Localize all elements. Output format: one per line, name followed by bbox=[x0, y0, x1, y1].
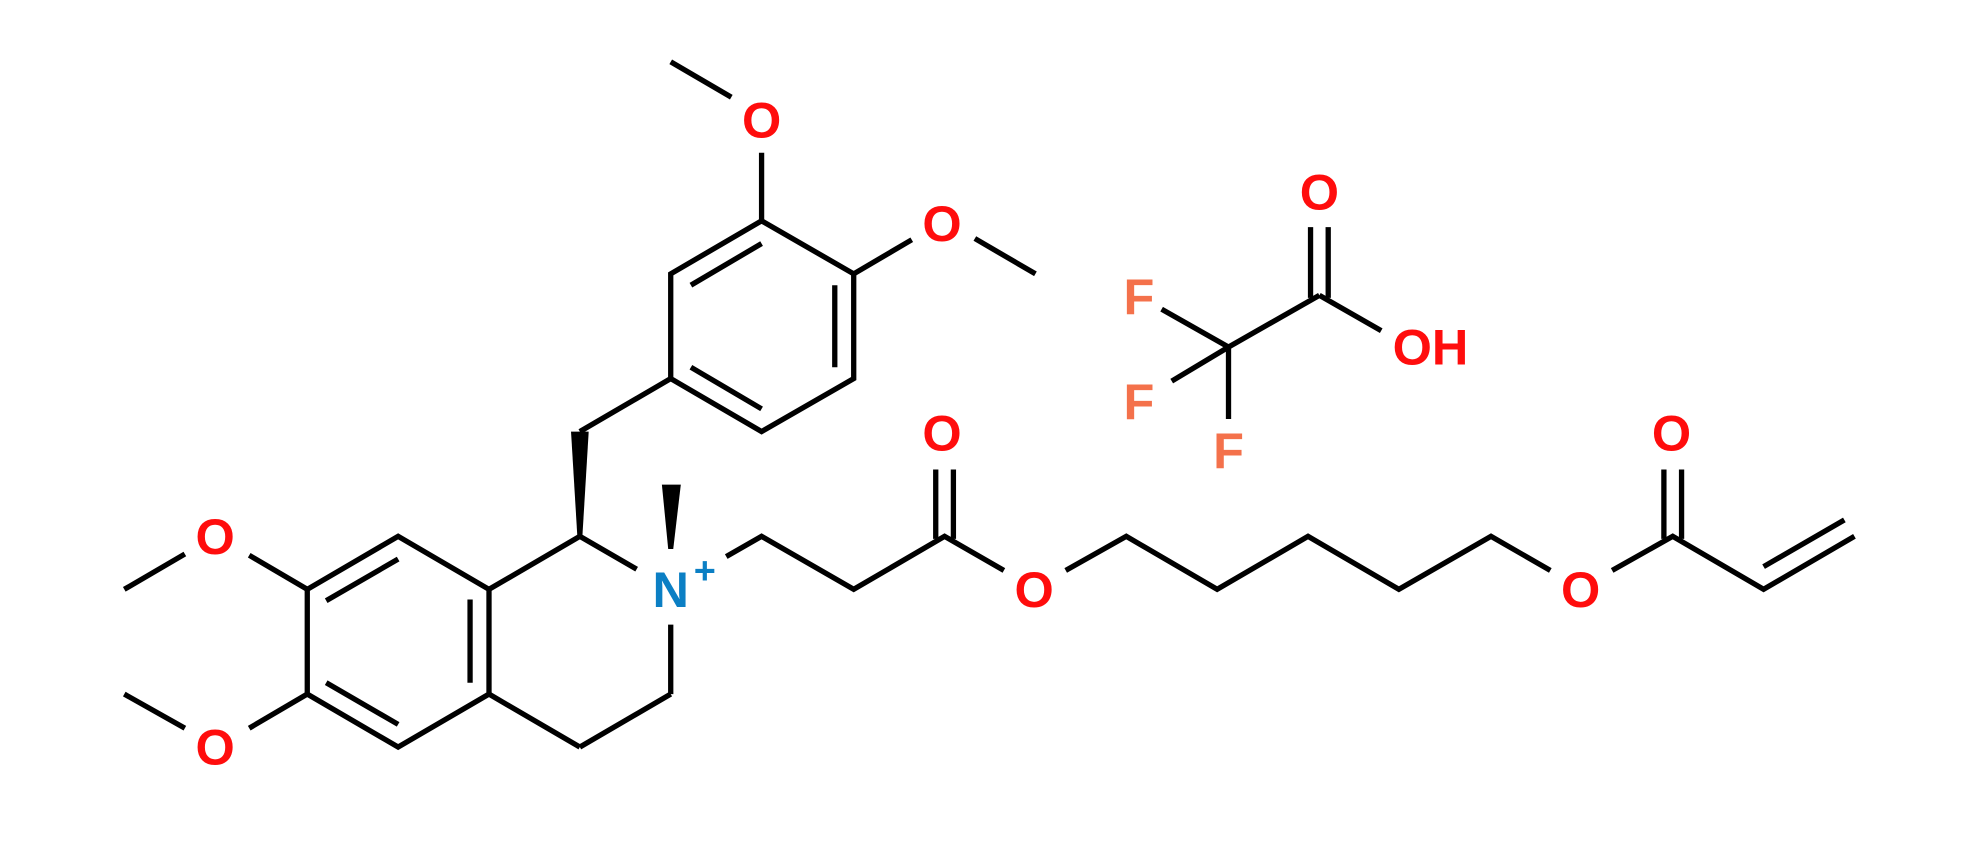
bond bbox=[1160, 306, 1230, 350]
wedge-bond bbox=[661, 484, 681, 549]
bond bbox=[247, 691, 309, 731]
methyl-bond bbox=[122, 691, 187, 731]
oxygen-label: O bbox=[196, 508, 235, 565]
bond bbox=[668, 217, 857, 435]
oxygen-label: O bbox=[922, 404, 961, 461]
oxygen-label: O bbox=[1300, 163, 1339, 220]
bond bbox=[1170, 344, 1230, 384]
bond bbox=[487, 691, 582, 750]
double-bond-inner bbox=[689, 241, 763, 288]
positive-charge: + bbox=[694, 551, 716, 593]
chain-bonds bbox=[724, 533, 1006, 593]
bond bbox=[304, 533, 492, 751]
nitrogen-label: N bbox=[652, 561, 688, 618]
wedge-bond bbox=[571, 431, 589, 537]
bond bbox=[1318, 293, 1383, 333]
oxygen-label: O bbox=[1652, 404, 1691, 461]
bond bbox=[578, 376, 673, 434]
methyl-bond bbox=[122, 551, 187, 592]
bond bbox=[247, 552, 309, 592]
chain-bonds bbox=[1610, 533, 1856, 593]
double-bond-inner bbox=[689, 364, 763, 412]
oxygen-label: O bbox=[196, 719, 235, 776]
oxygen-label: O bbox=[1561, 561, 1600, 618]
fluorine-label: F bbox=[1123, 268, 1154, 325]
methyl-bond bbox=[973, 236, 1037, 277]
double-bond-inner bbox=[324, 680, 400, 727]
fluorine-label: F bbox=[1213, 422, 1244, 479]
double-bond-inner bbox=[324, 556, 400, 603]
bond bbox=[487, 534, 582, 592]
methyl-bond bbox=[669, 59, 733, 100]
bond bbox=[852, 237, 914, 277]
bond bbox=[578, 534, 638, 572]
oxygen-label: O bbox=[922, 195, 961, 252]
bond bbox=[1227, 292, 1321, 350]
double-bond-inner bbox=[1762, 517, 1846, 569]
bonds bbox=[122, 59, 1856, 751]
hydroxyl-label: OH bbox=[1393, 319, 1469, 376]
bond bbox=[578, 691, 673, 750]
oxygen-label: O bbox=[1015, 561, 1054, 618]
atom-labels: O O O O N + O O O O O OH F F F bbox=[196, 91, 1692, 775]
chain-bonds bbox=[1064, 533, 1552, 593]
oxygen-label: O bbox=[742, 91, 781, 148]
fluorine-label: F bbox=[1123, 373, 1154, 430]
